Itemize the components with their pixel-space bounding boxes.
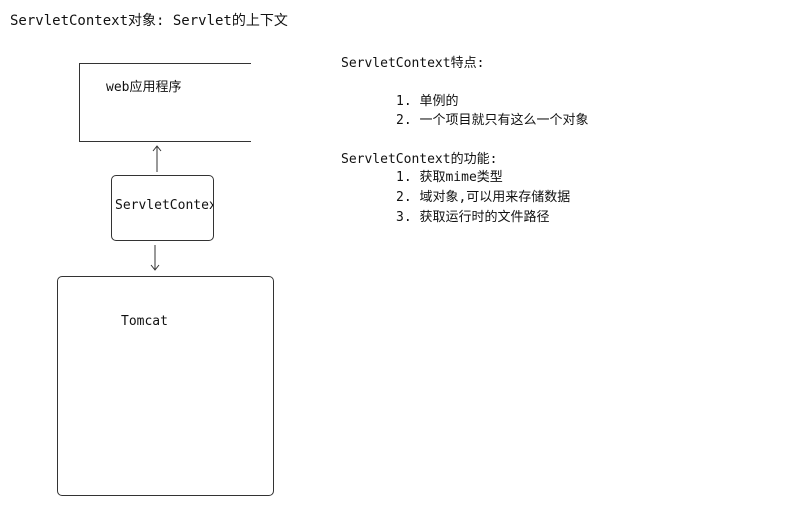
- tomcat-box: Tomcat: [57, 276, 274, 496]
- functions-heading: ServletContext的功能:: [341, 152, 498, 167]
- page-title: ServletContext对象: Servlet的上下文: [10, 13, 288, 29]
- web-app-box: web应用程序: [79, 63, 251, 142]
- function-item: 2. 域对象,可以用来存储数据: [396, 190, 571, 205]
- arrow-up-icon: [152, 145, 162, 172]
- features-heading: ServletContext特点:: [341, 56, 485, 71]
- feature-item: 2. 一个项目就只有这么一个对象: [396, 113, 589, 128]
- servlet-context-box: ServletContext: [111, 175, 214, 241]
- function-item: 1. 获取mime类型: [396, 170, 503, 185]
- web-app-label: web应用程序: [106, 80, 182, 95]
- feature-item: 1. 单例的: [396, 94, 459, 109]
- arrow-down-icon: [150, 245, 160, 271]
- servlet-context-label: ServletContext: [115, 198, 214, 213]
- tomcat-label: Tomcat: [121, 314, 168, 329]
- function-item: 3. 获取运行时的文件路径: [396, 210, 550, 225]
